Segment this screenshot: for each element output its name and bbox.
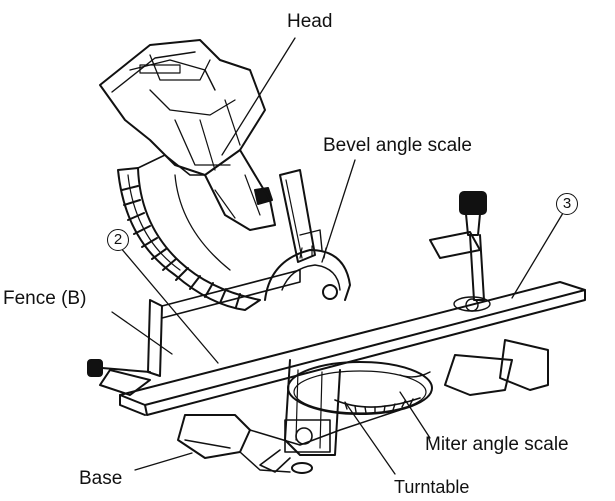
miter-angle-scale-label: Miter angle scale [425, 434, 569, 455]
bevel-angle-scale-label: Bevel angle scale [323, 135, 472, 156]
bevel-scale-disc [264, 245, 351, 301]
base-label: Base [79, 468, 123, 489]
callout-3: 3 [556, 193, 578, 215]
fence-b-shape [87, 269, 301, 377]
head-label: Head [287, 11, 333, 32]
turntable-label: Turntable [394, 477, 470, 497]
fence-b-label: Fence (B) [3, 288, 87, 309]
miter-scale-ticks [334, 371, 431, 414]
turntable-shape [259, 359, 433, 474]
clamp-rod [429, 191, 487, 301]
blade-guard [117, 154, 261, 311]
arm-column [254, 169, 323, 263]
fence-bar [119, 281, 586, 416]
callout-2: 2 [107, 229, 129, 251]
leader-lines [111, 37, 564, 475]
head-shape [99, 39, 276, 231]
